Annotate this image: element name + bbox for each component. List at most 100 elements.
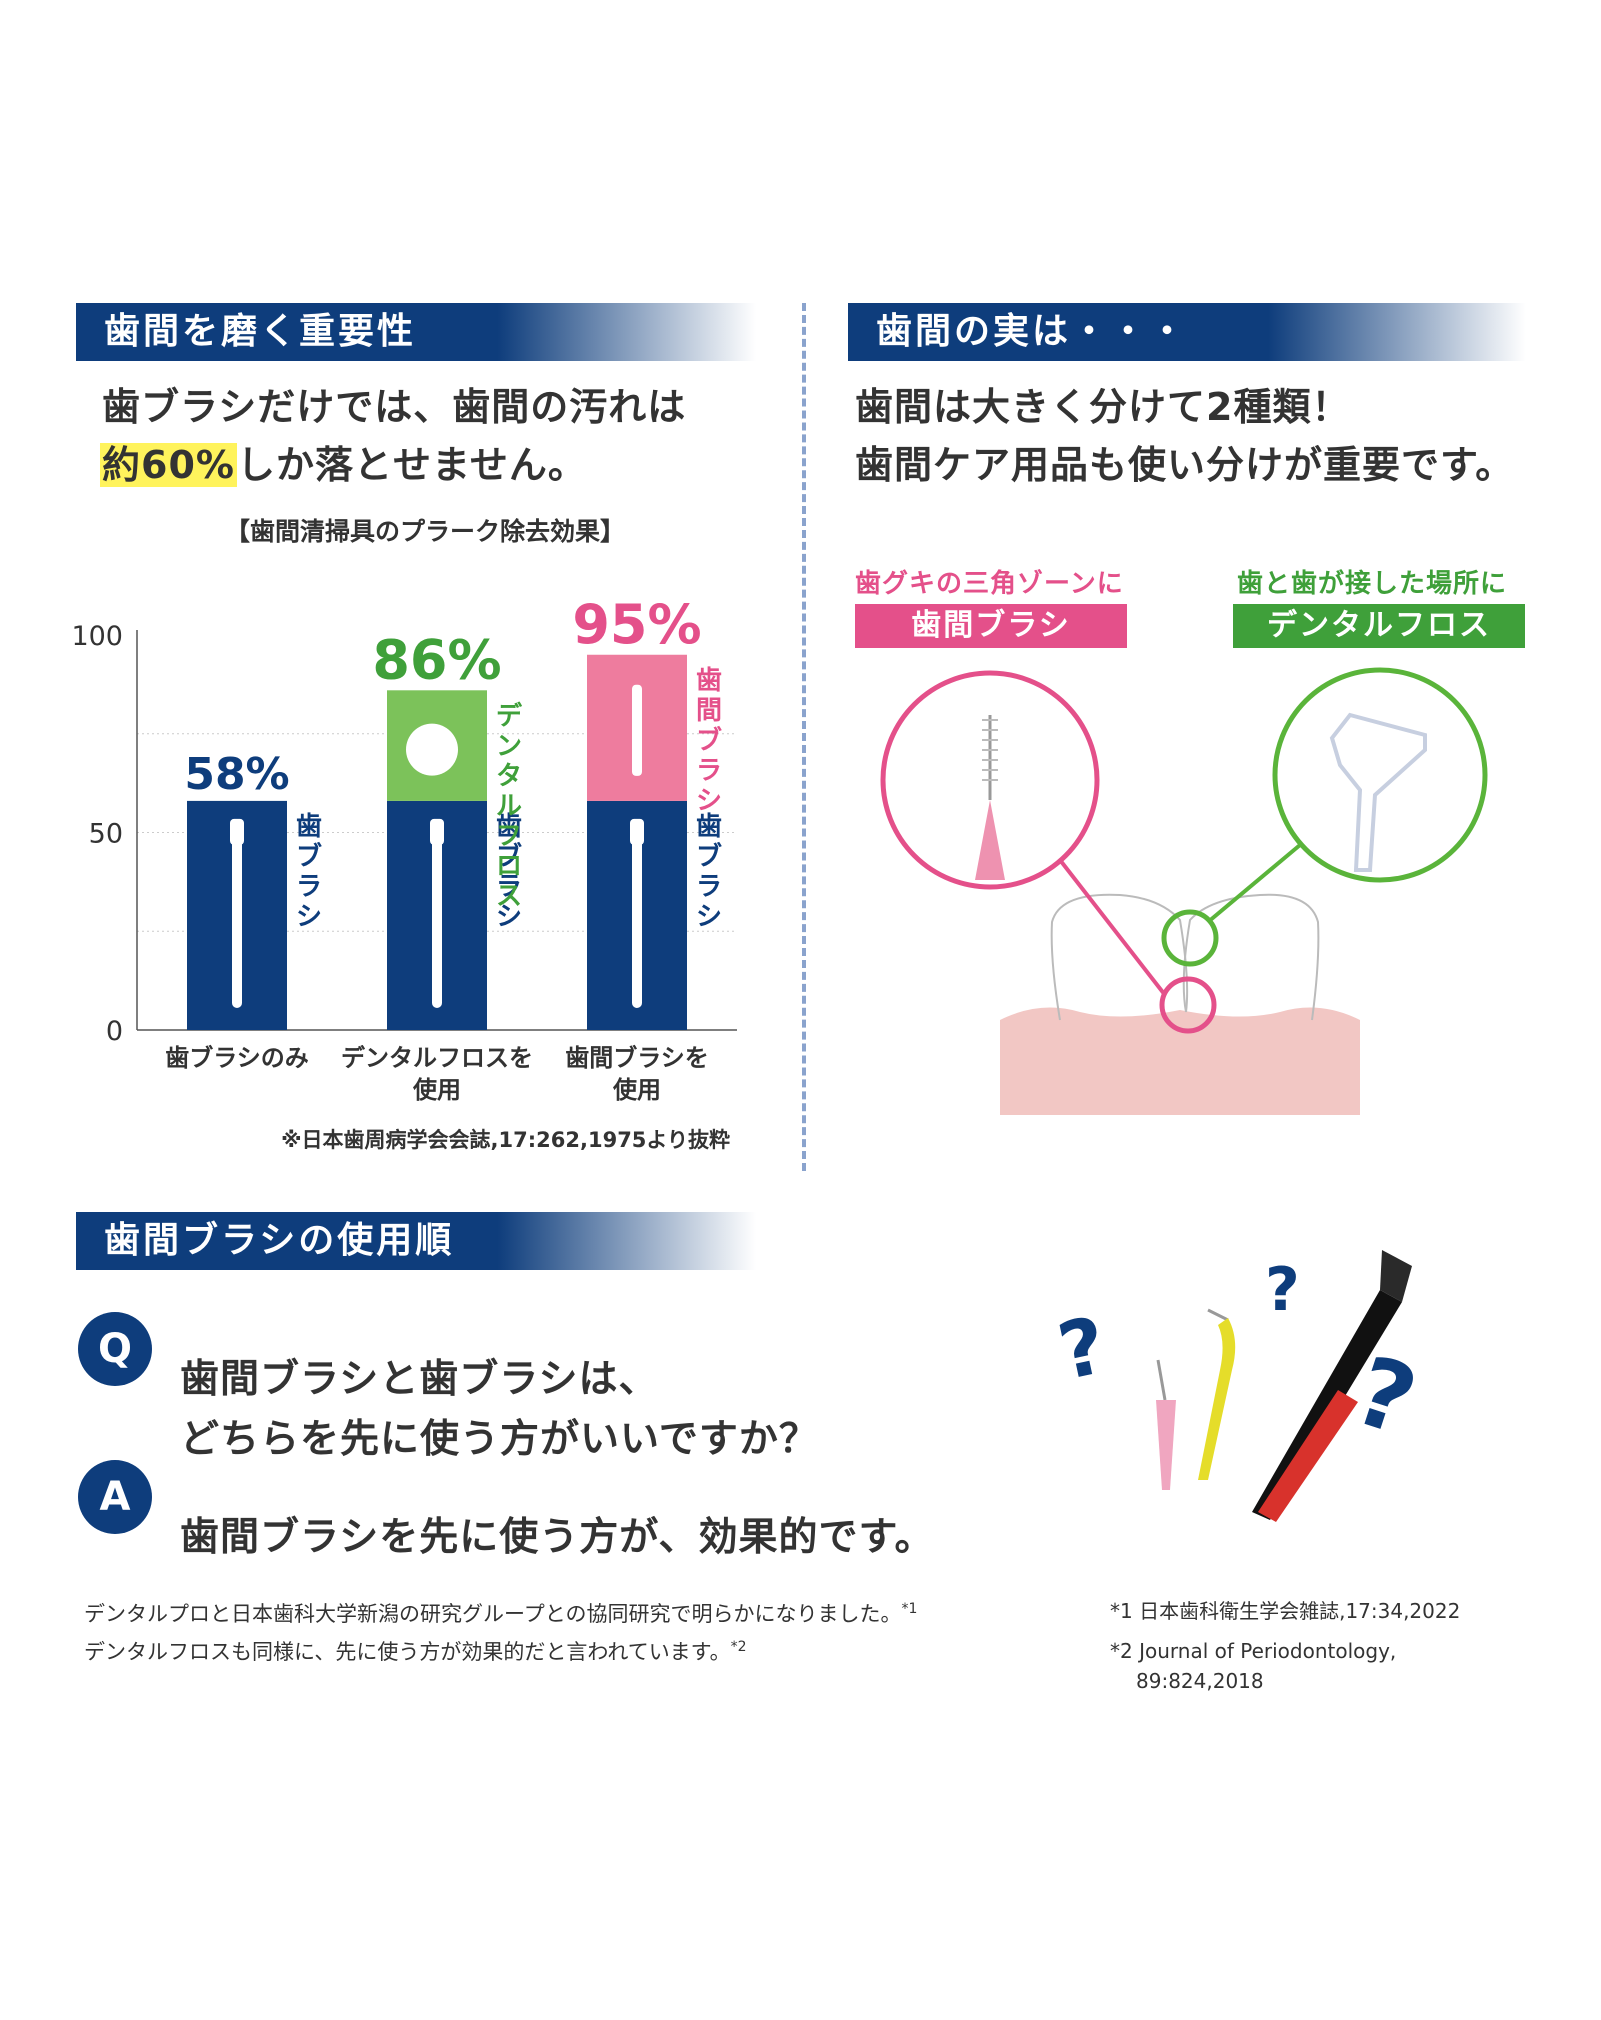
answer-text: 歯間ブラシを先に使う方が、効果的です。: [180, 1515, 935, 1560]
segment-label-char: タ: [496, 761, 522, 791]
segment-label-char: 歯: [496, 812, 522, 842]
x-category-label: 歯ブラシのみ: [165, 1044, 309, 1072]
interdental-brush-silhouette: [632, 684, 642, 776]
teeth-illustration: [880, 667, 1488, 1115]
segment-label-char: 歯: [296, 812, 322, 842]
gum-edge: [1000, 1007, 1360, 1030]
right-lead-line1: 歯間は大きく分けて2種類！: [855, 385, 1351, 429]
pink-interdental-brush: [1156, 1359, 1176, 1490]
contact-point-circle: [1161, 909, 1219, 967]
segment-label-char: ス: [496, 881, 522, 911]
note2-mark: *2: [730, 1639, 747, 1655]
segment-label: 歯ブラシ: [696, 812, 722, 932]
yellow-interdental-brush: [1198, 1308, 1236, 1480]
note1-mark: *1: [901, 1601, 918, 1617]
chart-labels: 歯ブラシ58%歯ブラシのみ歯ブラシデンタルフロス86%デンタルフロスを使用歯ブラ…: [165, 593, 722, 1104]
reference-2-line1: *2 Journal of Periodontology,: [1110, 1639, 1397, 1663]
segment-label: デンタルフロス: [496, 700, 523, 911]
reference-1: *1 日本歯科衛生学会雑誌,17:34,2022: [1110, 1599, 1461, 1623]
segment-label-char: ロ: [496, 851, 522, 881]
segment-label-char: ブ: [696, 841, 722, 872]
segment-label-char: ラ: [696, 872, 722, 902]
segment-label-char: 歯: [696, 666, 722, 696]
segment-label: 歯ブラシ: [496, 812, 522, 932]
a-badge: A: [78, 1460, 152, 1534]
q-badge: Q: [78, 1312, 152, 1386]
segment-label-char: ラ: [296, 872, 322, 902]
question-line1: 歯間ブラシと歯ブラシは、: [180, 1357, 659, 1402]
lead-text-line2-rest: しか落とせません。: [236, 443, 587, 487]
x-category-label: デンタルフロスを: [341, 1044, 533, 1072]
segment-label-char: ブ: [296, 841, 322, 872]
products-illustration: ? ? ?: [1051, 1250, 1428, 1522]
segment-label-char: フ: [496, 821, 522, 851]
pink-caption: 歯グキの三角ゾーンに: [855, 569, 1124, 599]
bar-total-label: 58%: [184, 749, 289, 800]
section-heading-importance: 歯間を磨く重要性: [76, 303, 756, 361]
pink-leader-line: [1058, 858, 1167, 997]
note-line2: デンタルフロスも同様に、先に使う方が効果的だと言われています。*2: [84, 1628, 747, 1671]
toothbrush-product: [1252, 1250, 1412, 1522]
segment-label-char: シ: [696, 786, 722, 816]
lead-text-line1: 歯ブラシだけでは、歯間の汚れは: [102, 385, 687, 429]
lead-text-line2: 約60%しか落とせません。: [100, 436, 587, 494]
green-caption: 歯と歯が接した場所に: [1237, 569, 1508, 599]
green-leader-line: [1206, 843, 1302, 924]
chart-source-note: ※日本歯周病学会会誌,17:262,1975より抜粋: [281, 1128, 730, 1152]
interdental-brush-tag: 歯間ブラシ: [855, 604, 1127, 648]
toothbrush-head: [230, 818, 244, 845]
segment-label-char: ル: [496, 791, 522, 821]
dashed-divider: [802, 303, 806, 1171]
section-heading-interdental: 歯間の実は・・・: [848, 303, 1526, 361]
triangle-zone-circle: [1159, 976, 1217, 1034]
segment-label-char: シ: [696, 902, 722, 932]
toothbrush-silhouette: [432, 828, 442, 1008]
chart-title: 【歯間清掃具のプラーク除去効果】: [225, 517, 625, 546]
segment-label-char: ブ: [696, 725, 722, 756]
interdental-brush-handle: [975, 800, 1005, 880]
floss-case: [406, 723, 458, 776]
segment-label-char: ン: [496, 731, 522, 761]
x-category-label: 歯間ブラシを: [565, 1044, 709, 1072]
toothbrush-silhouette: [632, 828, 642, 1008]
bar-total-label: 86%: [372, 628, 501, 691]
segment-label: 歯ブラシ: [296, 812, 322, 932]
y-tick-label: 100: [71, 621, 123, 652]
question-mark-left: ?: [1051, 1301, 1114, 1398]
interdental-brush-bristles: [982, 719, 998, 781]
section-heading-order: 歯間ブラシの使用順: [76, 1212, 756, 1270]
right-lead-line2: 歯間ケア用品も使い分けが重要です。: [855, 443, 1515, 487]
segment-label-char: シ: [296, 902, 322, 932]
y-tick-label: 50: [89, 819, 123, 850]
floss-pick: [1329, 712, 1427, 872]
bar-total-label: 95%: [572, 593, 701, 656]
segment-label-char: ラ: [696, 756, 722, 786]
toothbrush-head: [430, 818, 444, 845]
y-tick-label: 0: [106, 1016, 123, 1047]
segment-label-char: ラ: [496, 872, 522, 902]
segment-label-char: 間: [696, 696, 722, 726]
segment-label-char: ブ: [496, 841, 522, 872]
tooth-left: [1050, 893, 1189, 1021]
x-category-label: 使用: [612, 1076, 661, 1104]
toothbrush-head: [630, 818, 644, 845]
tooth-right: [1182, 893, 1320, 1021]
segment-label-char: 歯: [696, 812, 722, 842]
x-category-label: 使用: [412, 1076, 461, 1104]
highlight-percent: 約60%: [100, 443, 237, 487]
note1-text: デンタルプロと日本歯科大学新潟の研究グループとの協同研究で明らかになりました。: [84, 1602, 902, 1626]
segment-label-char: シ: [496, 902, 522, 932]
note-line1: デンタルプロと日本歯科大学新潟の研究グループとの協同研究で明らかになりました。*…: [84, 1590, 917, 1633]
segment-label: 歯間ブラシ: [696, 666, 722, 816]
chart-bars: [187, 654, 687, 1030]
reference-2-line2: 89:824,2018: [1136, 1669, 1264, 1693]
toothbrush-silhouette: [232, 828, 242, 1008]
dental-floss-tag: デンタルフロス: [1233, 604, 1525, 648]
segment-label-char: デ: [496, 700, 523, 731]
question-mark-top: ?: [1265, 1255, 1300, 1325]
gum: [1000, 1020, 1360, 1115]
floss-zoom: [1272, 667, 1488, 883]
note2-text: デンタルフロスも同様に、先に使う方が効果的だと言われています。: [84, 1640, 731, 1664]
question-line2: どちらを先に使う方がいいですか？: [180, 1417, 819, 1462]
